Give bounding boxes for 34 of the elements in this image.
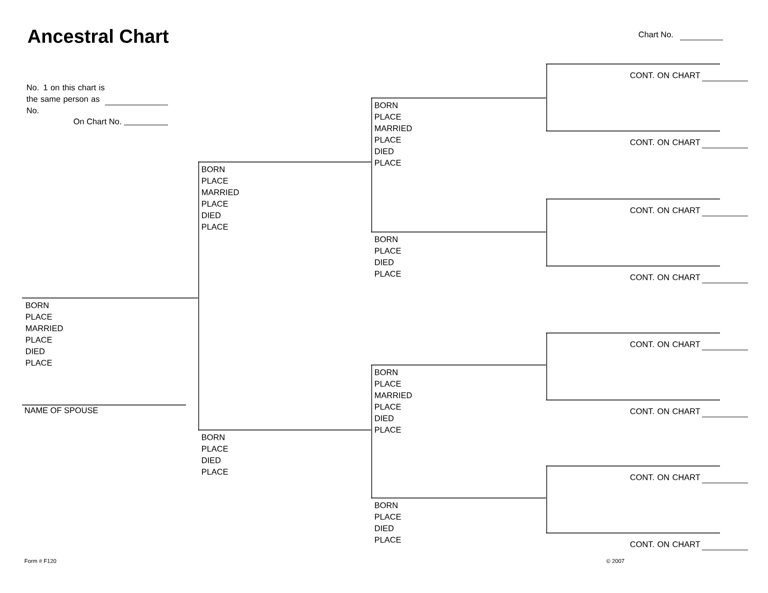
connector-line (371, 162, 372, 232)
connector-line (546, 64, 548, 98)
connector-line (546, 332, 548, 366)
connector-line (546, 498, 548, 534)
connector-line (198, 298, 200, 430)
ancestor-entry: BORN PLACE MARRIED PLACE DIED PLACE (370, 364, 546, 433)
connector-line (546, 466, 548, 498)
ancestor-entry: CONT. ON CHART (546, 532, 720, 548)
connector-line (198, 162, 200, 298)
field-label: NAME OF SPOUSE (25, 407, 98, 414)
ancestor-entry: BORN PLACE DIED PLACE (370, 498, 546, 543)
form-note: Chart No. (638, 31, 673, 38)
form-note: On Chart No. (74, 118, 121, 124)
ancestor-entry: BORN PLACE MARRIED PLACE DIED PLACE (22, 298, 198, 366)
ancestor-entry: BORN PLACE DIED PLACE (370, 232, 546, 277)
ancestor-entry: CONT. ON CHART (546, 64, 720, 78)
form-note: No. 1 on this chart is the same person as No. (26, 84, 104, 114)
ancestor-entry: BORN PLACE DIED PLACE (198, 430, 372, 475)
ancestor-entry: CONT. ON CHART (546, 198, 720, 214)
ancestor-entry: CONT. ON CHART (546, 266, 720, 280)
connector-line (546, 364, 548, 400)
ancestor-entry: BORN PLACE MARRIED PLACE DIED PLACE (198, 162, 372, 230)
connector-line (371, 98, 372, 162)
connector-line (546, 232, 548, 266)
connector-line (371, 430, 372, 498)
connector-line (546, 198, 548, 232)
connector-line (546, 98, 548, 132)
connector-line (371, 364, 372, 430)
ancestor-entry: BORN PLACE MARRIED PLACE DIED PLACE (370, 98, 546, 166)
ancestor-entry: CONT. ON CHART (546, 130, 720, 146)
ancestor-entry: CONT. ON CHART (546, 400, 720, 414)
ancestor-entry: CONT. ON CHART (546, 332, 720, 348)
chart-title: Ancestral Chart (28, 29, 169, 43)
ancestor-entry: CONT. ON CHART (546, 466, 720, 480)
